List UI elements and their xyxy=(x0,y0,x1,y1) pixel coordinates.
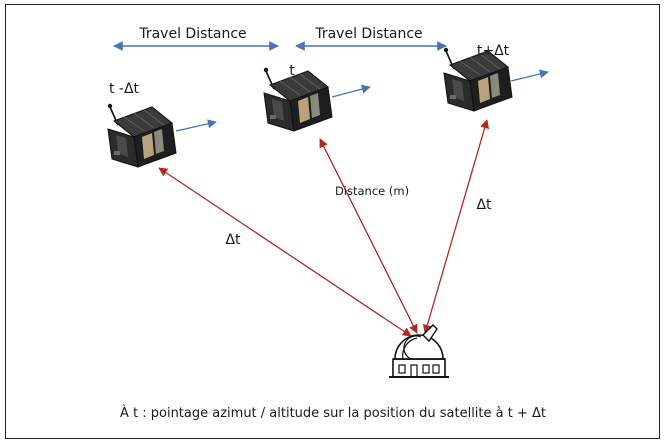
satellite-icon xyxy=(262,67,333,132)
travel-distance-label-right: Travel Distance xyxy=(314,26,422,42)
link-line-middle xyxy=(319,138,418,334)
satellite-icon xyxy=(107,103,177,168)
travel-distance-label-left: Travel Distance xyxy=(138,26,246,42)
diagram-canvas: Travel Distance Travel Distance t -Δt t … xyxy=(107,26,549,421)
label-t: t xyxy=(289,63,295,79)
observatory-icon xyxy=(388,324,450,378)
label-t-minus: t -Δt xyxy=(109,81,140,97)
label-delta-left: Δt xyxy=(225,232,241,248)
velocity-arrow-next xyxy=(510,69,549,82)
label-t-plus: t+Δt xyxy=(477,43,510,59)
label-distance: Distance (m) xyxy=(335,184,409,198)
velocity-arrow-now xyxy=(331,84,371,98)
velocity-arrow-prev xyxy=(175,119,217,132)
diagram-frame: Travel Distance Travel Distance t -Δt t … xyxy=(5,4,660,439)
caption: À t : pointage azimut / altitude sur la … xyxy=(120,405,546,421)
label-delta-right: Δt xyxy=(476,197,492,213)
link-line-right xyxy=(422,119,490,334)
